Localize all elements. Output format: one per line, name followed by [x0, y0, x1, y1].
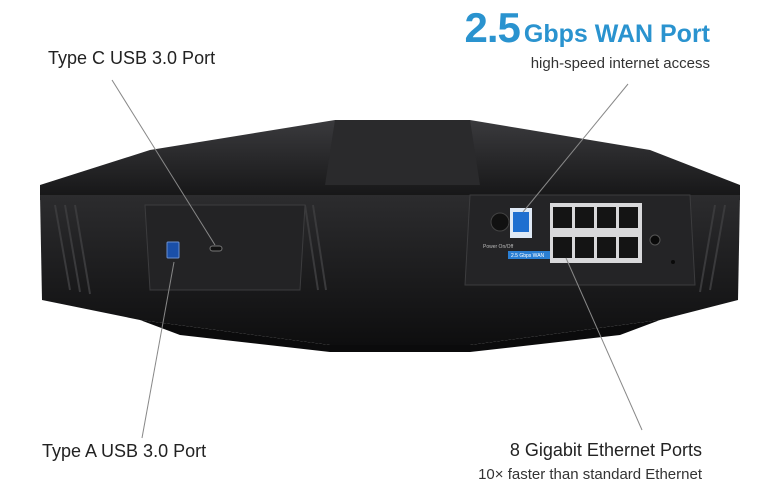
type-c-usb-label: Type C USB 3.0 Port: [48, 48, 216, 68]
wan-port-subtitle: high-speed internet access: [530, 55, 710, 72]
vents-right: [699, 204, 726, 293]
usb-a-port: [166, 241, 180, 259]
reset-hole: [671, 260, 675, 264]
wan-speed-number: 2.5: [464, 4, 521, 51]
power-label: Power On/Off: [483, 244, 514, 250]
ethernet-ports-title: 8 Gigabit Ethernet Ports: [509, 440, 702, 460]
usb-panel: [144, 204, 306, 291]
router-base: [140, 320, 660, 352]
power-button: [490, 212, 510, 232]
ethernet-ports: [550, 203, 642, 263]
wan-port: [513, 212, 529, 232]
usb-c-port: [209, 245, 223, 252]
callout-lines: [111, 79, 643, 439]
type-a-usb-label: Type A USB 3.0 Port: [42, 441, 207, 461]
wan-title-text: Gbps WAN Port: [523, 20, 710, 48]
vents-left: [54, 204, 327, 295]
ethernet-ports-subtitle: 10× faster than standard Ethernet: [478, 466, 702, 483]
router-center-dome: [325, 120, 480, 185]
wan-label-bg: [508, 251, 550, 259]
dc-power-jack: [649, 234, 661, 246]
wan-port-label: 2.5 Gbps WAN: [511, 253, 545, 259]
